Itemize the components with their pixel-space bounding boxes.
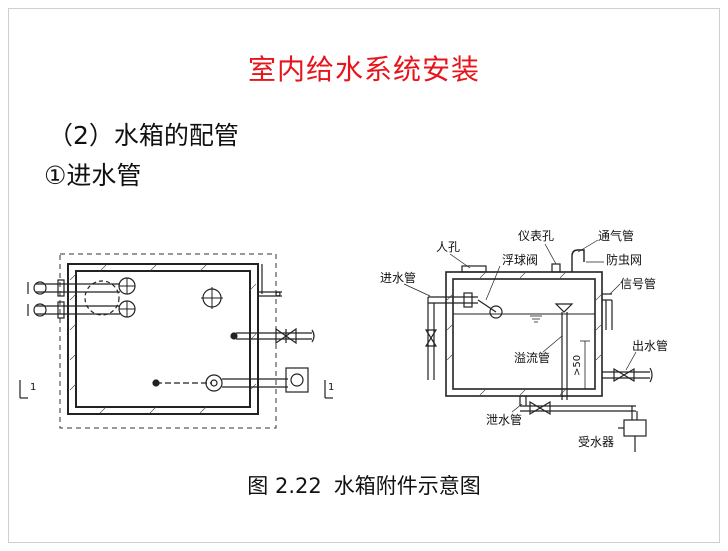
label-instrument-hole: 仪表孔	[518, 229, 554, 243]
plan-inlet-pipes	[27, 279, 120, 319]
caption-number: 图 2.22	[247, 474, 322, 498]
leader-lines	[403, 239, 637, 413]
section-marks	[19, 380, 333, 399]
label-vent-pipe: 通气管	[598, 228, 634, 243]
figure-caption: 图 2.22 水箱附件示意图	[0, 470, 728, 500]
water-level-mark	[530, 315, 542, 323]
vent-pipe	[571, 249, 585, 272]
label-signal-pipe: 信号管	[620, 276, 656, 291]
section-mark-right-label: 1	[328, 382, 334, 393]
label-manhole: 人孔	[436, 240, 460, 254]
elevation-signal-pipe	[602, 293, 613, 330]
manhole-cover	[461, 265, 487, 273]
elevation-outlet-pipe	[602, 367, 653, 383]
dimension-line	[580, 340, 590, 390]
label-inlet-pipe: 进水管	[380, 270, 416, 285]
section-mark-left-label: 1	[30, 382, 36, 393]
label-insect-net: 防虫网	[606, 252, 642, 267]
plan-dashed-boundary	[59, 253, 277, 429]
elevation-wall-hatch	[446, 272, 602, 396]
label-overflow-pipe: 溢流管	[514, 350, 550, 365]
subsection-heading: ①进水管	[44, 161, 142, 190]
caption-text: 水箱附件示意图	[333, 474, 481, 498]
label-outlet-pipe: 出水管	[632, 338, 668, 353]
plan-right-pipes	[152, 264, 315, 393]
slide-frame	[8, 8, 720, 543]
section-heading: （2）水箱的配管	[48, 121, 239, 150]
label-drain-pipe: 泄水管	[486, 412, 522, 427]
elevation-tank	[445, 271, 603, 397]
dimension-label: >50	[572, 355, 583, 376]
elevation-drain-pipe	[519, 396, 638, 420]
label-float-valve: 浮球阀	[502, 253, 538, 267]
slide-title: 室内给水系统安装	[247, 53, 480, 86]
receiver	[618, 419, 647, 452]
float-ball-dashed	[84, 280, 120, 316]
elevation-overflow-pipe	[554, 303, 574, 400]
elevation-inlet-pipe	[424, 292, 503, 380]
instrument-hole	[551, 263, 561, 273]
label-receiver: 受水器	[578, 435, 614, 449]
